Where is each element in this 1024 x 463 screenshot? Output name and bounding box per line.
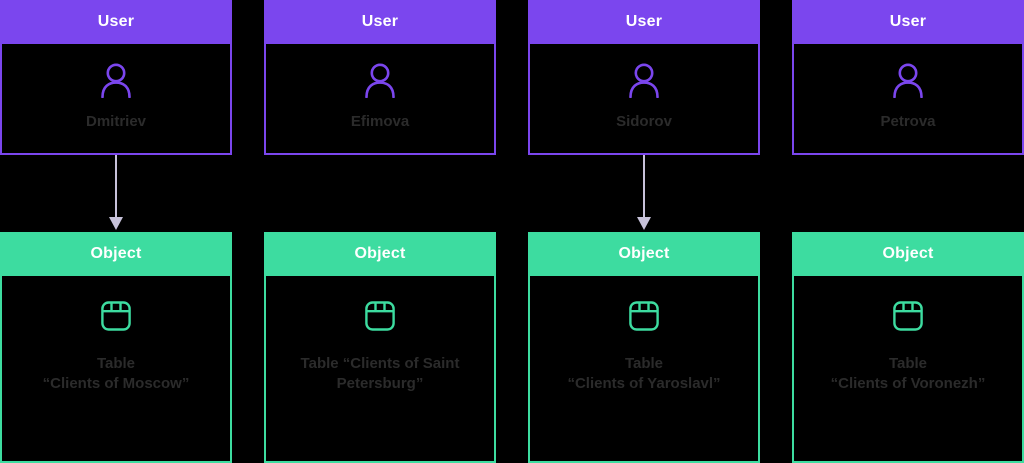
- arrow-shaft: [115, 155, 117, 218]
- user-name-label-2: Efimova: [350, 113, 410, 130]
- arrow-user-to-object-1: [109, 155, 123, 233]
- user-card-header-4: User: [792, 0, 1024, 44]
- object-title-1: “Clients of Moscow”: [42, 375, 190, 393]
- user-card-body-3: Sidorov: [528, 44, 760, 155]
- object-name-label-3: Table “Clients of Yaroslavl”: [544, 354, 744, 395]
- user-name-label-3: Sidorov: [616, 113, 672, 130]
- object-name-label-1: Table “Clients of Moscow”: [16, 354, 216, 395]
- diagram-column-1: User Dmitriev Object: [0, 0, 232, 463]
- object-card-1[interactable]: Object Table “Clients of Moscow”: [0, 232, 232, 463]
- table-icon: [891, 298, 925, 334]
- object-card-body-2: Table “Clients of Saint Petersburg”: [264, 276, 496, 463]
- object-kind-4: Table: [888, 355, 928, 372]
- object-kind-1: Table: [96, 355, 136, 372]
- object-card-header-3: Object: [528, 232, 760, 276]
- table-icon: [627, 298, 661, 334]
- arrow-head-icon: [109, 217, 123, 230]
- user-icon: [363, 62, 397, 99]
- object-card-3[interactable]: Object Table “Clients of Yaroslavl”: [528, 232, 760, 463]
- user-card-body-2: Efimova: [264, 44, 496, 155]
- user-icon: [891, 62, 925, 99]
- object-card-2[interactable]: Object Table “Clients of Saint Petersbur…: [264, 232, 496, 463]
- object-card-header-4: Object: [792, 232, 1024, 276]
- user-card-header-3: User: [528, 0, 760, 44]
- object-name-label-2: Table “Clients of Saint Petersburg”: [300, 355, 460, 393]
- user-card-body-1: Dmitriev: [0, 44, 232, 155]
- user-card-header-1: User: [0, 0, 232, 44]
- user-card-4[interactable]: User Petrova: [792, 0, 1024, 155]
- table-icon: [363, 298, 397, 334]
- object-card-4[interactable]: Object Table “Clients of Voronezh”: [792, 232, 1024, 463]
- user-icon: [627, 62, 661, 99]
- user-card-3[interactable]: User Sidorov: [528, 0, 760, 155]
- object-card-header-1: Object: [0, 232, 232, 276]
- arrow-shaft: [643, 155, 645, 218]
- user-card-1[interactable]: User Dmitriev: [0, 0, 232, 155]
- arrow-user-to-object-2: [637, 155, 651, 233]
- object-title-3: “Clients of Yaroslavl”: [567, 375, 721, 393]
- user-card-body-4: Petrova: [792, 44, 1024, 155]
- user-card-header-2: User: [264, 0, 496, 44]
- object-card-header-2: Object: [264, 232, 496, 276]
- user-name-label-1: Dmitriev: [85, 113, 147, 130]
- object-kind-3: Table: [624, 355, 664, 372]
- table-icon: [99, 298, 133, 334]
- user-name-label-4: Petrova: [880, 113, 936, 130]
- object-card-body-1: Table “Clients of Moscow”: [0, 276, 232, 463]
- arrow-head-icon: [637, 217, 651, 230]
- diagram-column-2: User Efimova Object: [264, 0, 651, 463]
- object-card-body-4: Table “Clients of Voronezh”: [792, 276, 1024, 463]
- diagram-column-3: User Sidorov Object: [528, 0, 760, 463]
- object-title-4: “Clients of Voronezh”: [830, 375, 986, 393]
- object-card-body-3: Table “Clients of Yaroslavl”: [528, 276, 760, 463]
- diagram-column-4: User Petrova Object: [792, 0, 1024, 463]
- object-name-label-4: Table “Clients of Voronezh”: [808, 354, 1008, 395]
- user-card-2[interactable]: User Efimova: [264, 0, 496, 155]
- user-icon: [99, 62, 133, 99]
